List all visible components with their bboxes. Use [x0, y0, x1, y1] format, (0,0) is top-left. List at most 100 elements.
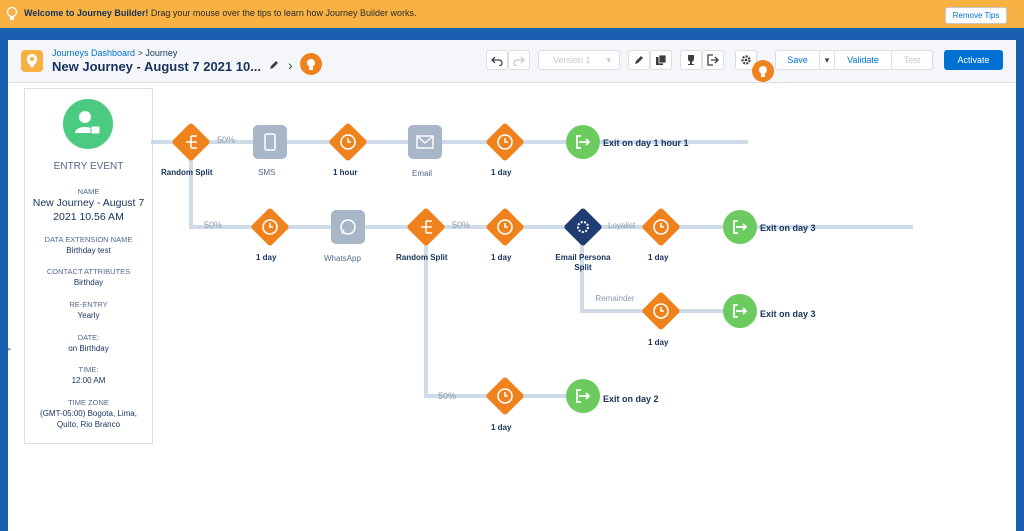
- node-label: 1 day: [648, 253, 669, 262]
- pencil-icon: [635, 56, 643, 64]
- flow-diagram: [151, 122, 913, 416]
- tip-bulb-icon[interactable]: [300, 53, 322, 75]
- panel-toggle-icon[interactable]: ▸: [8, 346, 12, 353]
- path-percent-label: 50%: [217, 135, 236, 145]
- entry-contact-icon: [63, 99, 113, 149]
- path-label: Remainder: [595, 294, 635, 303]
- breadcrumb: Journeys Dashboard > Journey: [52, 48, 178, 58]
- node-label: 1 day: [491, 253, 512, 262]
- remove-tips-button[interactable]: Remove Tips: [945, 7, 1007, 24]
- data-extension-value: Birthday test: [66, 246, 111, 255]
- wait-node[interactable]: [250, 207, 290, 247]
- wait-node[interactable]: [485, 207, 525, 247]
- name-value: New Journey - August 7 2021 10.56 AM: [32, 197, 145, 223]
- exit-icon: [707, 54, 719, 66]
- wait-node[interactable]: [485, 376, 525, 416]
- exit-label: Exit on day 3: [760, 223, 816, 233]
- node-label: Random Split: [396, 253, 448, 262]
- version-select[interactable]: Version 1▾: [538, 50, 620, 70]
- sms-node[interactable]: [253, 125, 287, 159]
- exit-criteria-button[interactable]: [702, 50, 724, 70]
- exit-node[interactable]: [723, 294, 757, 328]
- trophy-icon: [688, 55, 694, 65]
- exit-label: Exit on day 2: [603, 394, 659, 404]
- undo-button[interactable]: [486, 50, 508, 70]
- whatsapp-node[interactable]: [331, 210, 365, 244]
- journey-title: New Journey - August 7 2021 10...: [52, 59, 262, 74]
- redo-icon: [513, 56, 525, 67]
- wait-node[interactable]: [641, 207, 681, 247]
- activate-button[interactable]: Activate: [944, 50, 1003, 70]
- chevron-down-icon: ▾: [824, 55, 830, 65]
- time-zone-label: TIME ZONE: [68, 398, 109, 407]
- entry-event-heading: ENTRY EVENT: [53, 161, 124, 172]
- connector: [580, 243, 748, 313]
- connector: [424, 243, 573, 398]
- journey-header: Journeys Dashboard > Journey New Journey…: [8, 40, 1016, 83]
- path-percent-label: 50%: [452, 220, 471, 230]
- node-label: Email Persona Split: [555, 253, 611, 272]
- node-label: 1 day: [648, 338, 669, 347]
- time-value: 12:00 AM: [71, 376, 106, 385]
- goal-button[interactable]: [680, 50, 702, 70]
- exit-node[interactable]: [566, 379, 600, 413]
- draw-tool-button[interactable]: [628, 50, 650, 70]
- persona-split-node[interactable]: [563, 207, 603, 247]
- node-label: Email: [412, 169, 433, 178]
- node-label: SMS: [258, 168, 276, 177]
- settings-tip-bulb-icon[interactable]: [752, 60, 774, 82]
- email-node[interactable]: [408, 125, 442, 159]
- entry-event-panel[interactable]: ENTRY EVENT NAME New Journey - August 7 …: [24, 88, 153, 444]
- save-menu-button[interactable]: ▾: [819, 50, 835, 70]
- node-label: 1 day: [491, 168, 512, 177]
- date-value: on Birthday: [68, 344, 109, 353]
- lightbulb-icon: [6, 7, 18, 20]
- tips-banner: Welcome to Journey Builder! Drag your mo…: [0, 0, 1024, 28]
- gear-icon: [741, 55, 751, 65]
- reentry-value: Yearly: [77, 311, 100, 320]
- random-split-node[interactable]: [171, 122, 211, 162]
- path-label: Loyalist: [608, 221, 636, 230]
- reentry-label: RE-ENTRY: [69, 300, 108, 309]
- exit-node[interactable]: [566, 125, 600, 159]
- journey-canvas[interactable]: ▸ ENTRY EVENT NAME New Journey - August …: [8, 83, 1016, 531]
- path-percent-label: 50%: [438, 391, 457, 401]
- name-label: NAME: [77, 187, 100, 196]
- exit-label: Exit on day 1 hour 1: [603, 138, 689, 148]
- copy-button[interactable]: [650, 50, 672, 70]
- redo-button[interactable]: [508, 50, 530, 70]
- contact-attributes-label: CONTACT ATTRIBUTES: [46, 267, 131, 276]
- settings-button[interactable]: [735, 50, 757, 70]
- random-split-node[interactable]: [406, 207, 446, 247]
- copy-icon: [656, 54, 667, 65]
- wait-node[interactable]: [328, 122, 368, 162]
- node-label: 1 day: [256, 253, 277, 262]
- save-button[interactable]: Save: [775, 50, 820, 70]
- path-percent-label: 50%: [204, 220, 223, 230]
- journey-builder: Journeys Dashboard > Journey New Journey…: [8, 40, 1016, 531]
- breadcrumb-dashboard[interactable]: Journeys Dashboard: [52, 48, 136, 58]
- chevron-down-icon: ▾: [606, 55, 611, 65]
- data-extension-label: DATA EXTENSION NAME: [44, 235, 133, 244]
- wait-node[interactable]: [485, 122, 525, 162]
- contact-attributes-value: Birthday: [73, 278, 104, 287]
- test-button[interactable]: Test: [891, 50, 933, 70]
- time-zone-value: (GMT-05:00) Bogota, Lima, Quito, Rio Bra…: [40, 409, 137, 429]
- background-band: [0, 28, 1024, 40]
- node-label: WhatsApp: [324, 254, 361, 263]
- breadcrumb-journey[interactable]: Journey: [145, 48, 178, 58]
- date-label: DATE:: [77, 333, 100, 342]
- wait-node[interactable]: [641, 291, 681, 331]
- exit-label: Exit on day 3: [760, 309, 816, 319]
- journey-logo-icon: [21, 50, 43, 72]
- edit-pencil-icon[interactable]: [268, 59, 280, 71]
- exit-node[interactable]: [723, 210, 757, 244]
- chevron-right-icon[interactable]: ›: [288, 57, 293, 73]
- node-label: Random Split: [161, 168, 213, 177]
- node-label: 1 hour: [333, 168, 358, 177]
- validate-button[interactable]: Validate: [834, 50, 892, 70]
- time-label: TIME:: [78, 365, 99, 374]
- tips-message: Welcome to Journey Builder! Drag your mo…: [24, 8, 417, 18]
- connector: [189, 158, 913, 229]
- undo-icon: [491, 56, 503, 67]
